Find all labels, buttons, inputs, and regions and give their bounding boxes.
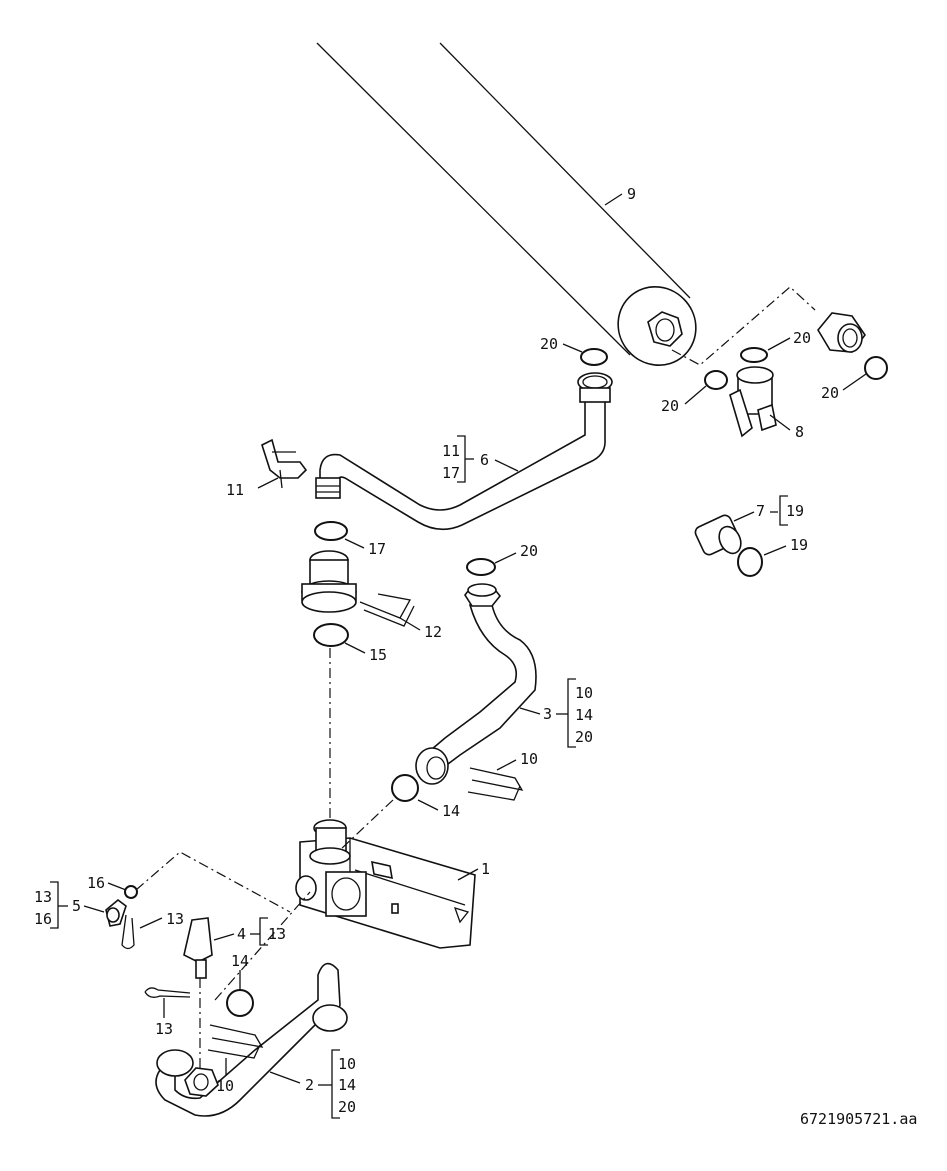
label-12: 12 <box>424 623 442 641</box>
label-13-bracket-4: 13 <box>268 925 286 943</box>
seal-20-valve-top <box>740 347 768 363</box>
label-6: 6 <box>480 451 489 469</box>
part-9-insulated-cylinder <box>316 42 697 366</box>
label-17: 17 <box>368 540 386 558</box>
label-19-bracket: 19 <box>786 502 804 520</box>
seal-20-upper <box>580 348 608 366</box>
label-13-bracket-5: 13 <box>34 888 52 906</box>
label-5: 5 <box>72 897 81 915</box>
label-20-nut: 20 <box>821 384 839 402</box>
seal-20-pipe3 <box>466 558 496 576</box>
leader-lines <box>50 193 867 1119</box>
part-5-fitting <box>105 898 127 927</box>
part-labels: 9 20 20 20 20 8 11 17 6 11 7 19 19 17 20… <box>34 185 839 1116</box>
part-10-clip-lower <box>207 1024 264 1059</box>
label-20-upper: 20 <box>540 335 558 353</box>
label-14-lower: 14 <box>231 952 249 970</box>
label-15: 15 <box>369 646 387 664</box>
label-11: 11 <box>226 481 244 499</box>
label-10-bracket-2: 10 <box>338 1055 356 1073</box>
seals <box>124 347 888 1017</box>
part-7-plug <box>694 514 742 556</box>
label-16: 16 <box>87 874 105 892</box>
seal-15 <box>313 623 349 647</box>
assembly-axis-lines <box>135 286 816 1070</box>
label-20-bracket-2: 20 <box>338 1098 356 1116</box>
seal-20-nut <box>864 356 888 380</box>
part-8-valve <box>729 366 777 438</box>
label-14-bracket-2: 14 <box>338 1076 356 1094</box>
label-3: 3 <box>543 705 552 723</box>
label-1: 1 <box>481 860 490 878</box>
label-14-bracket-3: 14 <box>575 706 593 724</box>
label-19: 19 <box>790 536 808 554</box>
part-6-upper-pipe <box>315 372 613 531</box>
label-20-bracket-3: 20 <box>575 728 593 746</box>
seal-14-pipe3 <box>391 774 419 802</box>
label-13-clip-b: 13 <box>155 1020 173 1038</box>
label-7: 7 <box>756 502 765 520</box>
adapter-fitting <box>301 550 357 613</box>
part-13-clip-a <box>121 914 135 950</box>
union-nut <box>817 312 866 353</box>
label-11-bracket: 11 <box>442 442 460 460</box>
part-12-clip <box>359 593 415 627</box>
label-13-clip-a: 13 <box>166 910 184 928</box>
part-1-main-block <box>295 819 476 949</box>
label-10-upper: 10 <box>520 750 538 768</box>
part-11-upper-clip <box>261 438 308 489</box>
label-14-pipe3: 14 <box>442 802 460 820</box>
label-17-bracket: 17 <box>442 464 460 482</box>
label-8: 8 <box>795 423 804 441</box>
label-10-bracket-3: 10 <box>575 684 593 702</box>
part-13-clip-b <box>144 987 191 998</box>
label-10-lower: 10 <box>216 1077 234 1095</box>
label-16-bracket-5: 16 <box>34 910 52 928</box>
label-4: 4 <box>237 925 246 943</box>
label-20-valve-side: 20 <box>661 397 679 415</box>
seal-17 <box>314 521 348 541</box>
part-10-clip-upper <box>467 767 524 801</box>
seal-19 <box>737 547 763 577</box>
seal-20-valve-side <box>704 370 728 390</box>
label-20-valve-top: 20 <box>793 329 811 347</box>
label-2: 2 <box>305 1076 314 1094</box>
drawing-id: 6721905721.aa <box>800 1110 917 1128</box>
seal-16 <box>124 885 138 899</box>
seal-14-lower <box>226 989 254 1017</box>
part-3-middle-pipe <box>415 583 537 785</box>
label-9: 9 <box>627 185 636 203</box>
part-4-sensor <box>183 917 213 979</box>
part-2-lower-pipe <box>155 962 348 1117</box>
label-20-pipe3: 20 <box>520 542 538 560</box>
